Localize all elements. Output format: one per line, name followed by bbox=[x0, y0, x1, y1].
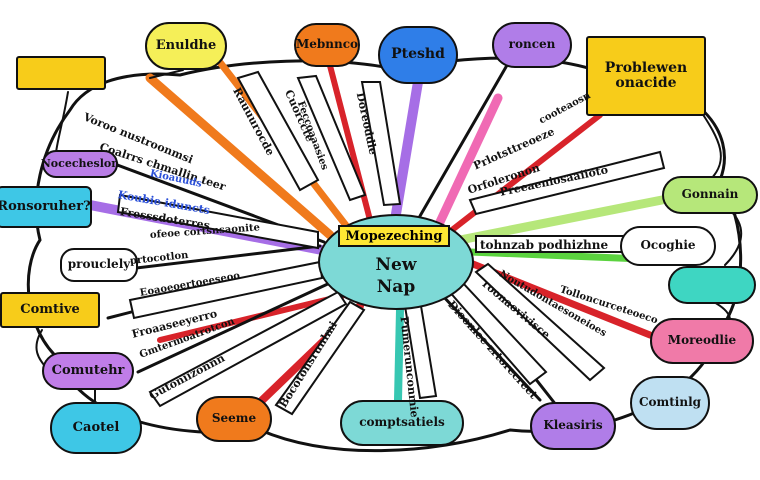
label-ribbons bbox=[116, 70, 666, 416]
node-comutehr[interactable]: Comutehr bbox=[42, 352, 134, 390]
branch-line bbox=[145, 73, 335, 240]
branch-line bbox=[440, 293, 542, 402]
node-roncen[interactable]: roncen bbox=[492, 22, 572, 68]
node-ronsoruher[interactable]: Ronsoruher? bbox=[0, 186, 92, 228]
label-ribbon bbox=[148, 290, 348, 408]
label-ribbon bbox=[474, 262, 606, 382]
center-line-2: Nap bbox=[376, 277, 416, 297]
node-comptsatiels[interactable]: comptsatiels bbox=[340, 400, 464, 446]
node-connector bbox=[699, 109, 722, 181]
node-comtinlg[interactable]: Comtinlg bbox=[630, 376, 710, 430]
label-ribbon bbox=[116, 193, 319, 250]
center-title: Mopezeching bbox=[338, 225, 450, 247]
node-teal-right[interactable] bbox=[668, 266, 756, 304]
branch-line bbox=[435, 93, 503, 227]
node-connector bbox=[149, 69, 184, 79]
node-problewen[interactable]: Problewen onacide bbox=[586, 36, 706, 116]
center-line-1: New bbox=[375, 255, 417, 275]
branch-line bbox=[394, 306, 404, 404]
node-mebnnco[interactable]: Mebnnco bbox=[294, 23, 360, 67]
node-caotel[interactable]: Caotel bbox=[50, 402, 142, 454]
branch-line bbox=[455, 195, 667, 245]
branch-label: tohnzab podhizhne bbox=[480, 238, 609, 252]
label-ribbon bbox=[236, 70, 320, 192]
label-ribbon bbox=[274, 300, 366, 416]
label-ribbon bbox=[296, 74, 367, 202]
label-ribbon bbox=[360, 81, 402, 207]
node-left-tab[interactable] bbox=[16, 56, 106, 90]
branch-line bbox=[118, 244, 322, 272]
node-moreodlie[interactable]: Moreodlie bbox=[650, 318, 754, 364]
branches bbox=[35, 48, 743, 414]
node-pteshd[interactable]: Pteshd bbox=[378, 26, 458, 84]
branch-line bbox=[136, 280, 334, 374]
branch-line bbox=[391, 77, 423, 219]
branch-line bbox=[418, 58, 512, 218]
node-enuldhe[interactable]: Enuldhe bbox=[145, 22, 227, 70]
node-gonnain[interactable]: Gonnain bbox=[662, 176, 758, 214]
node-connector bbox=[724, 209, 743, 266]
node-ocoghie[interactable]: Ocoghie bbox=[620, 226, 716, 266]
label-ribbon bbox=[468, 150, 666, 216]
node-seeme[interactable]: Seeme bbox=[196, 396, 272, 442]
node-nocecheslon[interactable]: Nocecheslon bbox=[41, 150, 119, 178]
node-kleasiris[interactable]: Kleasiris bbox=[530, 402, 616, 450]
node-comtive[interactable]: Comtive bbox=[0, 292, 100, 328]
node-prouclely[interactable]: prouclely bbox=[60, 248, 138, 282]
